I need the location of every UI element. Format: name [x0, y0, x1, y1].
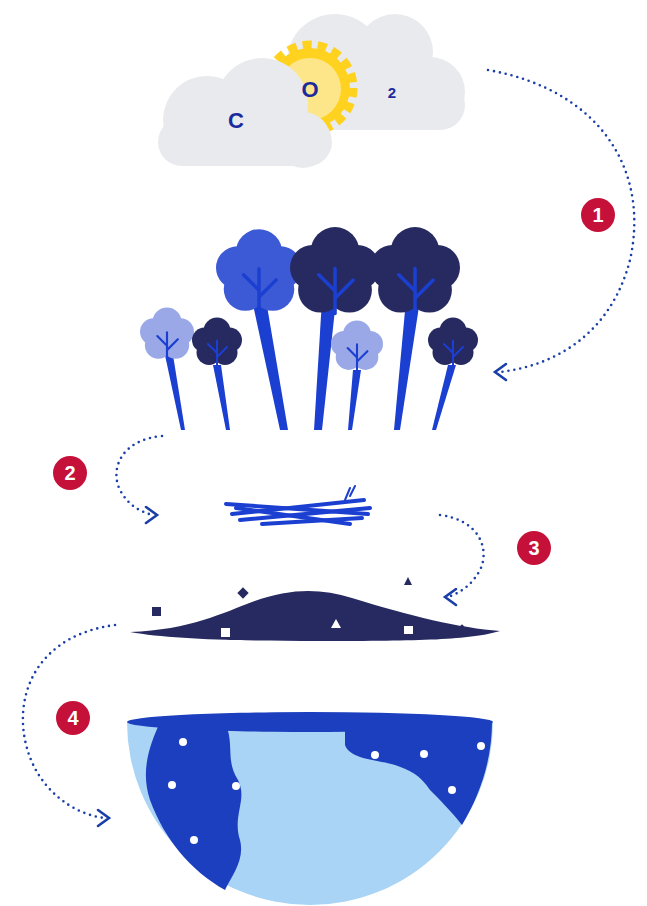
- dotted-arrows: [23, 70, 634, 826]
- soil-mound: [130, 577, 500, 641]
- callout-number: 4: [67, 708, 78, 728]
- callout-number: 1: [592, 205, 603, 225]
- fallen-sticks: [226, 486, 370, 524]
- cloud-left: [158, 58, 332, 168]
- callout-number: 3: [528, 538, 539, 558]
- callout-number: 2: [64, 463, 75, 483]
- callout-circles: [53, 198, 615, 735]
- formula-letter: C: [228, 110, 244, 132]
- formula-letter: O: [301, 79, 318, 101]
- formula-letter: 2: [388, 85, 396, 100]
- half-globe: [127, 712, 493, 905]
- trees: [140, 227, 478, 430]
